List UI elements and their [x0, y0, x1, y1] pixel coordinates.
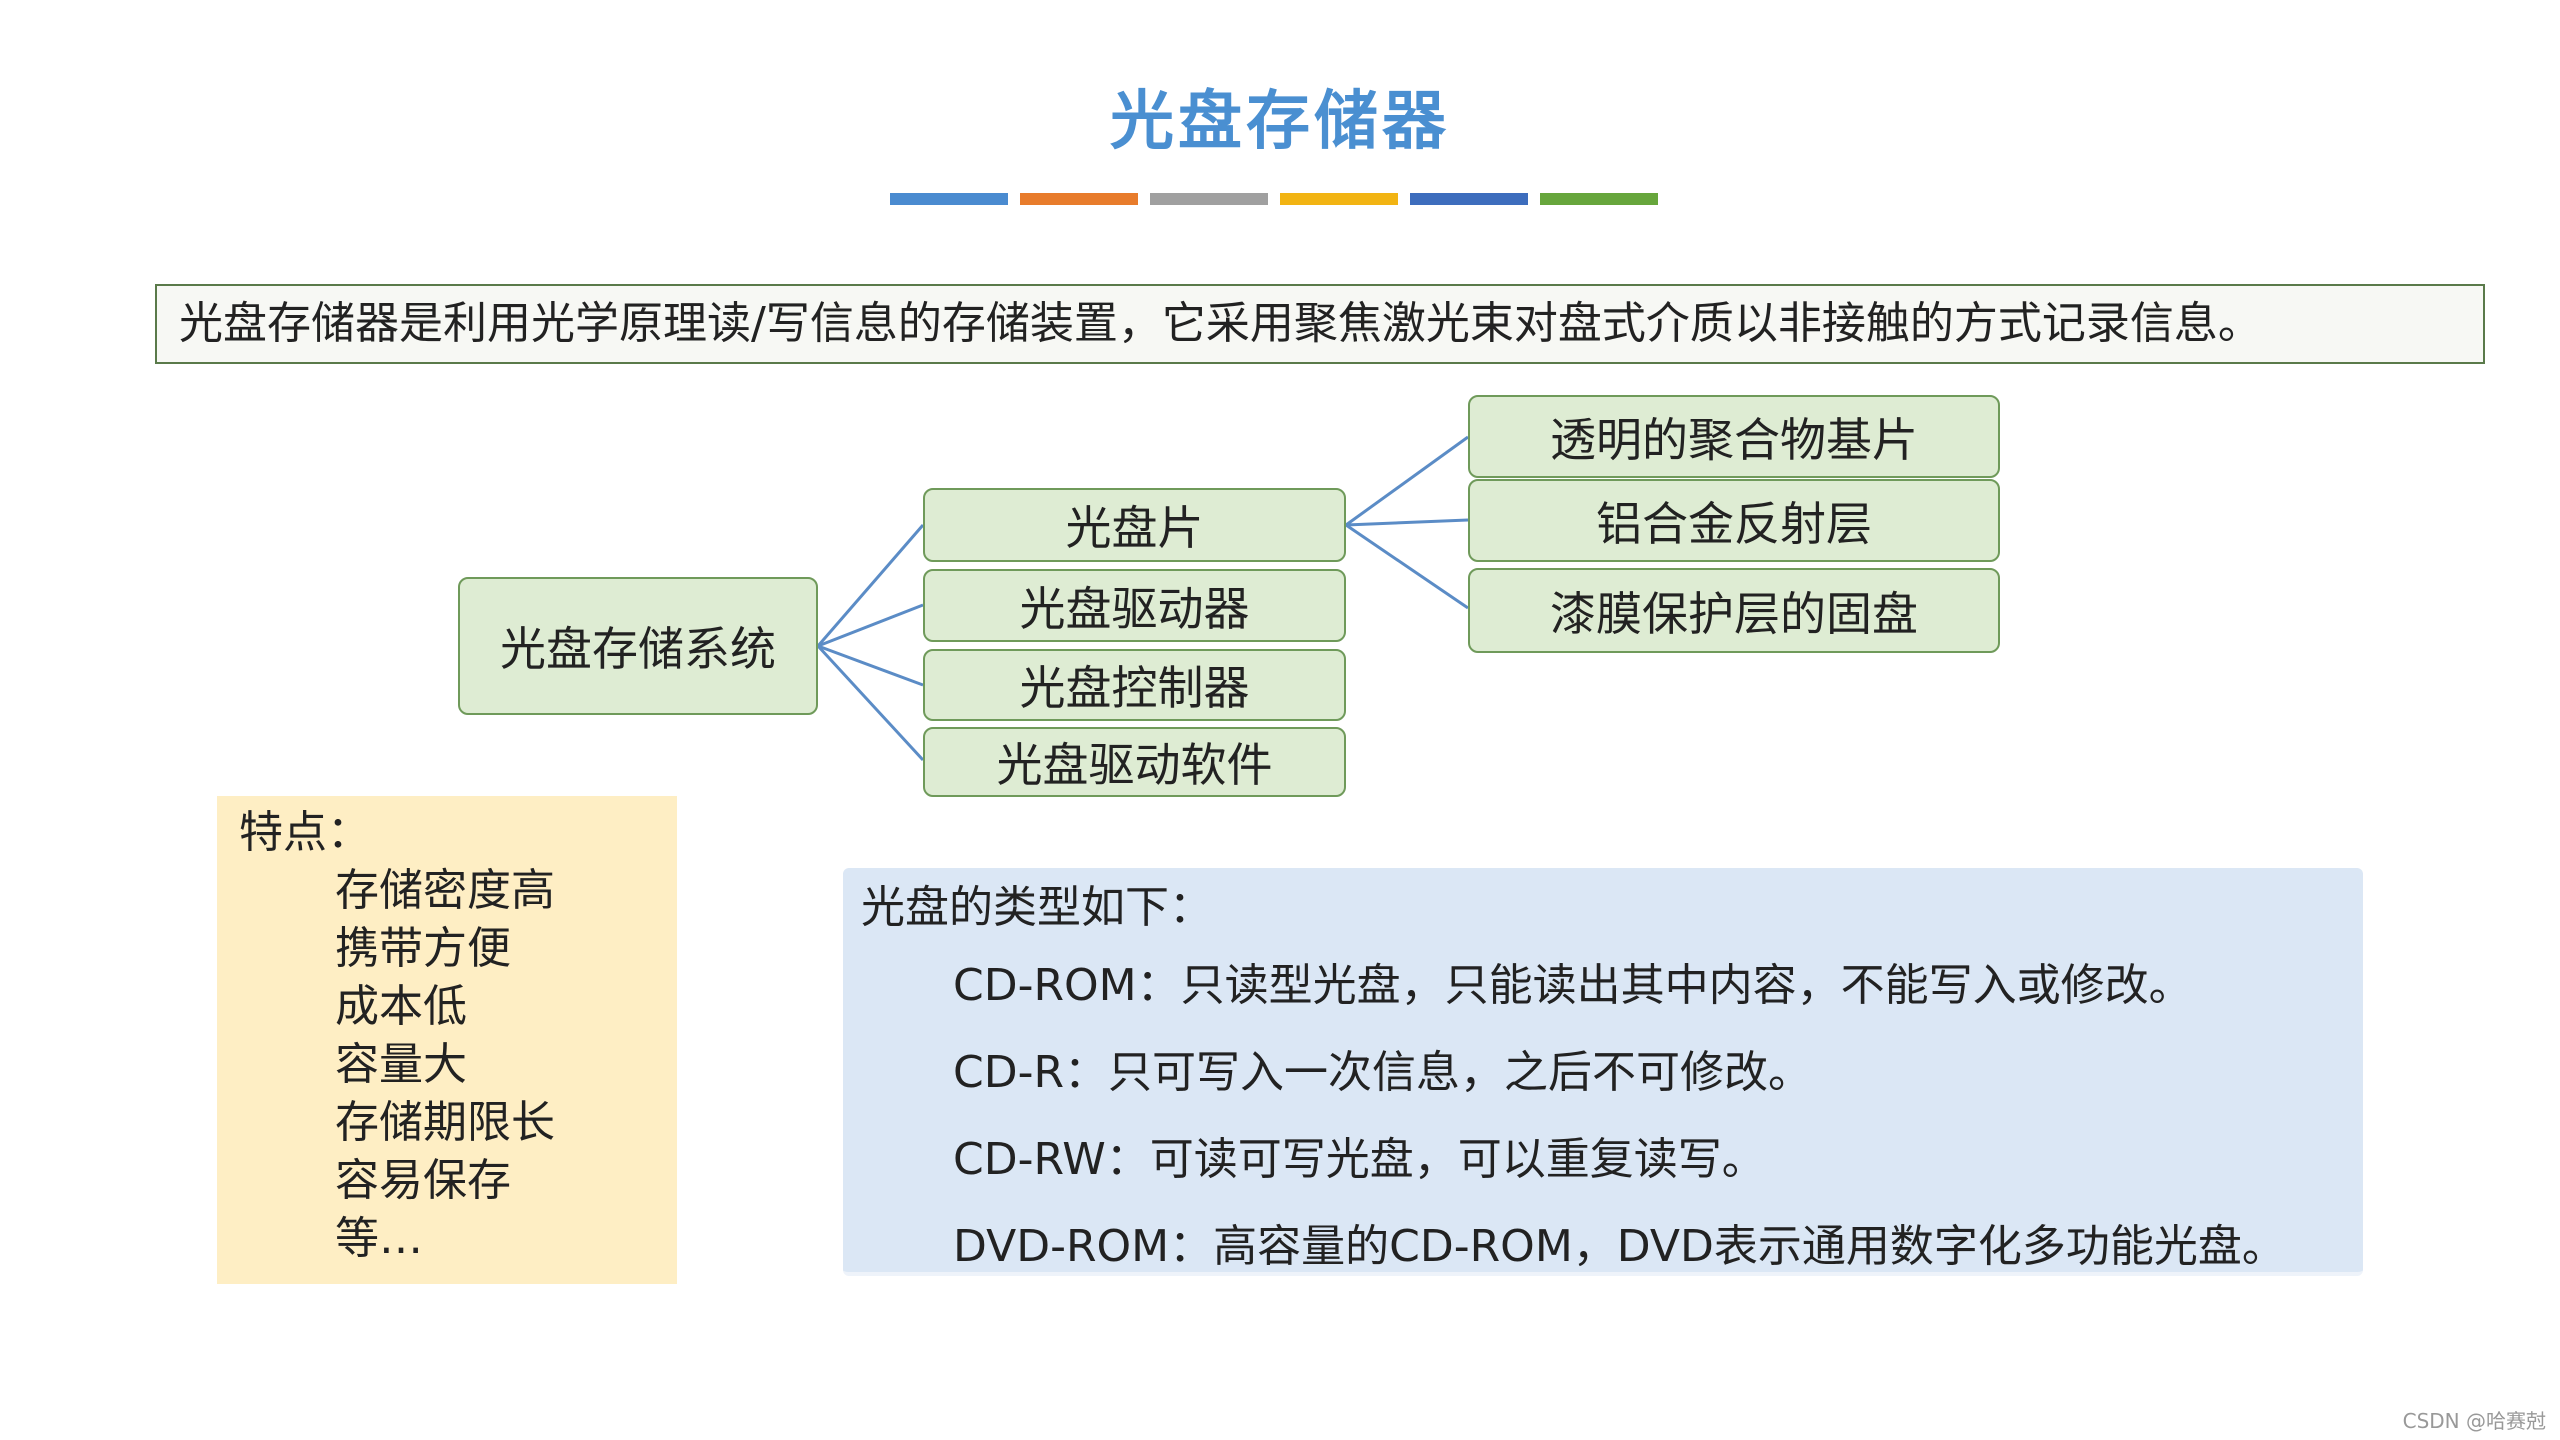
- tree-node-label: 铝合金反射层: [1596, 496, 1872, 551]
- tree-node-software: 光盘驱动软件: [923, 727, 1346, 797]
- tree-node-label: 漆膜保护层的固盘: [1550, 586, 1918, 641]
- color-bar-2: [1020, 193, 1138, 205]
- color-bar-4: [1280, 193, 1398, 205]
- connector-root-disc: [816, 524, 925, 647]
- color-bar-5: [1410, 193, 1528, 205]
- feature-item: 成本低: [335, 981, 467, 1032]
- disc-types-title: 光盘的类型如下：: [861, 882, 1213, 933]
- connector-root-software: [816, 644, 925, 762]
- disc-type-item: DVD-ROM：高容量的CD-ROM，DVD表示通用数字化多功能光盘。: [953, 1221, 2286, 1272]
- disc-type-item: CD-ROM：只读型光盘，只能读出其中内容，不能写入或修改。: [953, 960, 2193, 1011]
- tree-node-controller: 光盘控制器: [923, 649, 1346, 721]
- feature-item: 等…: [335, 1213, 423, 1264]
- connector-root-controller: [817, 644, 924, 687]
- tree-node-label: 光盘驱动器: [1019, 581, 1250, 636]
- tree-node-label: 光盘驱动软件: [996, 738, 1273, 792]
- tree-root-node: 光盘存储系统: [458, 577, 818, 715]
- disc-type-item: CD-RW：可读可写光盘，可以重复读写。: [953, 1134, 1766, 1185]
- connector-disc-substrate: [1345, 435, 1469, 527]
- color-bar-3: [1150, 193, 1268, 205]
- features-title: 特点：: [239, 807, 371, 858]
- disc-types-box: 光盘的类型如下： CD-ROM：只读型光盘，只能读出其中内容，不能写入或修改。 …: [843, 868, 2363, 1276]
- disc-type-item: CD-R：只可写入一次信息，之后不可修改。: [953, 1047, 1813, 1098]
- page-title: 光盘存储器: [1110, 85, 1450, 159]
- tree-node-substrate: 透明的聚合物基片: [1468, 395, 2000, 478]
- color-bar-6: [1540, 193, 1658, 205]
- tree-node-drive: 光盘驱动器: [923, 569, 1346, 642]
- watermark-text: CSDN @哈赛尅: [2402, 1409, 2546, 1433]
- definition-text: 光盘存储器是利用光学原理读/写信息的存储装置，它采用聚焦激光束对盘式介质以非接触…: [179, 298, 2262, 349]
- tree-root-label: 光盘存储系统: [500, 622, 776, 676]
- tree-node-reflective-layer: 铝合金反射层: [1468, 479, 2000, 562]
- tree-node-protective-layer: 漆膜保护层的固盘: [1468, 568, 2000, 653]
- connector-root-drive: [817, 603, 924, 648]
- feature-item: 容量大: [335, 1039, 467, 1090]
- color-bar-1: [890, 193, 1008, 205]
- tree-node-label: 透明的聚合物基片: [1550, 412, 1918, 467]
- feature-item: 存储期限长: [335, 1097, 555, 1148]
- feature-item: 容易保存: [335, 1155, 511, 1206]
- feature-item: 携带方便: [335, 923, 511, 974]
- tree-node-label: 光盘控制器: [1019, 661, 1250, 715]
- definition-box: 光盘存储器是利用光学原理读/写信息的存储装置，它采用聚焦激光束对盘式介质以非接触…: [155, 284, 2485, 364]
- tree-node-disc: 光盘片: [923, 488, 1346, 562]
- features-box: 特点： 存储密度高 携带方便 成本低 容量大 存储期限长 容易保存 等…: [217, 796, 677, 1284]
- connector-disc-reflective: [1345, 518, 1469, 527]
- connector-disc-protective: [1345, 523, 1469, 610]
- feature-item: 存储密度高: [335, 865, 555, 916]
- tree-node-label: 光盘片: [1065, 501, 1204, 555]
